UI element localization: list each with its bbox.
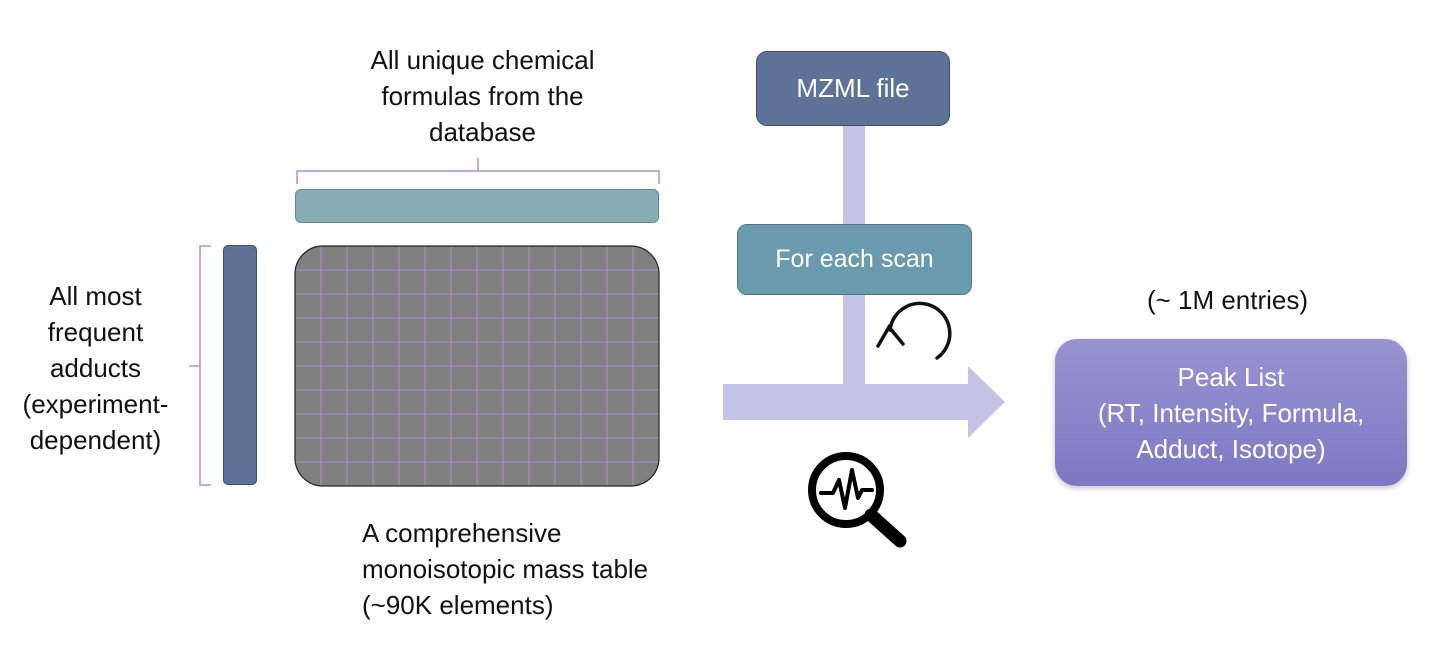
- for-each-scan-box: For each scan: [737, 224, 972, 295]
- mass-table-grid: [295, 246, 659, 486]
- mzml-file-box: MZML file: [756, 51, 950, 126]
- peak-list-box: Peak List (RT, Intensity, Formula, Adduc…: [1055, 339, 1407, 486]
- loop-arrow-icon: [876, 301, 952, 360]
- adduct-bracket: [189, 245, 211, 486]
- flow-arrow-right: [723, 366, 1005, 438]
- entries-count-label: (~ 1M entries): [1146, 285, 1309, 315]
- formulas-label: All unique chemical formulas from the da…: [370, 45, 595, 147]
- magnifier-signal-icon: [808, 452, 907, 548]
- mass-table-label: A comprehensive monoisotopic mass table …: [362, 518, 649, 620]
- adduct-bar: [223, 245, 257, 485]
- adducts-label: All most frequent adducts (experiment- d…: [22, 281, 169, 455]
- formula-bar: [295, 189, 659, 223]
- formula-bracket: [296, 158, 660, 184]
